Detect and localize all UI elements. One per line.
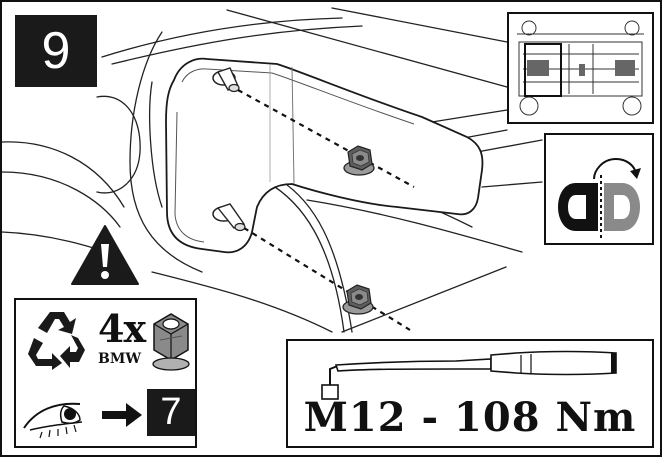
recycle-icon — [28, 312, 85, 370]
flange-nut-lower — [342, 284, 374, 315]
brand-label: BMW — [98, 351, 142, 367]
nut-icon — [152, 313, 190, 371]
rear-underbody-icon — [517, 20, 644, 116]
stud-upper — [212, 67, 240, 93]
vehicle-overview-thumbnail — [507, 12, 654, 124]
parts-reuse-panel: 4x BMW 7 — [14, 298, 197, 448]
reference-step-badge: 7 — [147, 389, 195, 436]
quantity-label: 4x — [98, 306, 146, 351]
torque-value-label: M12 - 108 Nm — [303, 394, 637, 441]
eye-icon — [23, 402, 83, 439]
warning-icon — [71, 225, 139, 285]
torque-wrench-icon — [321, 350, 617, 400]
step-number-badge: 9 — [15, 15, 97, 87]
torque-spec-panel: M12 - 108 Nm — [286, 339, 654, 448]
arrow-right-icon — [102, 403, 142, 427]
bracket-plate — [165, 57, 484, 254]
rotate-icon — [558, 157, 641, 239]
stud-lower — [212, 203, 246, 232]
rotation-indicator — [544, 133, 654, 245]
flange-nut-upper — [343, 145, 375, 176]
